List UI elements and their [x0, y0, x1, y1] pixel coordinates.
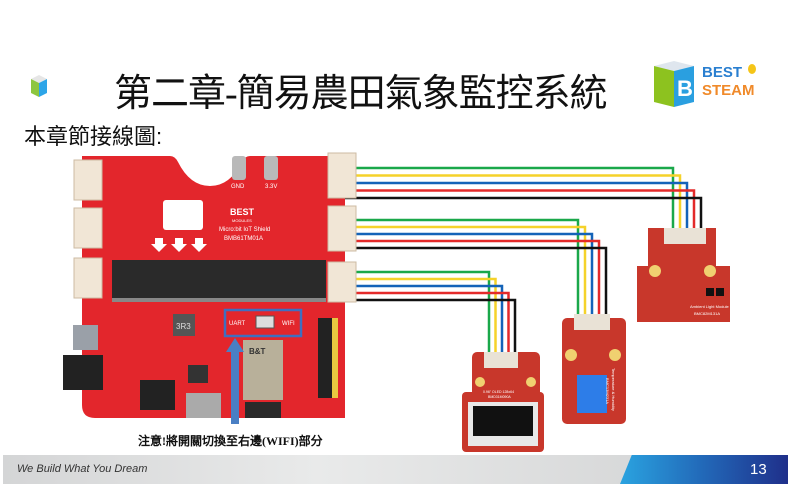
- wifi-module-label: B&T: [249, 347, 266, 356]
- dc-jack: [63, 355, 103, 390]
- wire-light-2: [345, 181, 689, 232]
- light-module-model: BMC82M131A: [694, 311, 720, 316]
- page-number: 13: [750, 461, 767, 478]
- blue-arrow-icon: [226, 338, 244, 424]
- grove-port-right-1: [327, 152, 357, 199]
- board-brand: BEST: [230, 207, 255, 217]
- best-steam-logo: B BEST STEAM: [650, 60, 768, 108]
- switch-note: 注意!將開關切換至右邊(WIFI)部分: [138, 434, 323, 448]
- pin-header: [318, 318, 332, 398]
- wire-temp-2: [345, 232, 594, 318]
- uart-wifi-switch[interactable]: [255, 315, 275, 329]
- connector-pins: [112, 298, 326, 302]
- light-module-name: Ambient Light Module: [690, 304, 729, 309]
- wifi-antenna: [245, 402, 281, 418]
- switch-label-wifi: WIFI: [282, 321, 295, 327]
- inductor-label: 3R3: [176, 322, 191, 331]
- slide-title: 第二章-簡易農田氣象監控系統: [114, 73, 608, 115]
- svg-text:B: B: [677, 76, 693, 101]
- ambient-light-module: Ambient Light Module BMC82M131A: [637, 228, 730, 322]
- board-name: Micro:bit IoT Shield: [219, 227, 270, 233]
- wire-oled-2: [345, 284, 504, 356]
- wires: [345, 166, 703, 356]
- oled-screen: [473, 406, 533, 436]
- slide-subtitle: 本章節接線圖:: [24, 124, 163, 149]
- wire-light-3: [345, 189, 696, 232]
- switch-label-uart: UART: [229, 321, 246, 327]
- board-model: BMB61TM01A: [224, 236, 263, 242]
- grove-port-left-3: [73, 257, 103, 299]
- wire-temp-3: [345, 239, 601, 318]
- wire-oled-0: [345, 270, 491, 356]
- oled-module-model: BMD31M090A: [488, 395, 511, 399]
- microbit-icon: [163, 200, 203, 230]
- lightbulb-icon: [748, 64, 756, 74]
- wire-oled-1: [345, 277, 497, 356]
- logo-text-steam: STEAM: [702, 82, 755, 99]
- grove-port-left-1: [73, 159, 103, 201]
- logo-text-best: BEST: [702, 64, 743, 81]
- oled-module: 0.96" OLED 128x64 BMD31M090A: [462, 352, 544, 452]
- wire-temp-1: [345, 225, 587, 318]
- grove-port-left-2: [73, 207, 103, 249]
- oled-connector: [484, 352, 518, 368]
- cube-bullet-icon: [31, 75, 47, 97]
- power-switch[interactable]: [186, 393, 221, 418]
- temp-connector: [574, 314, 610, 330]
- usb-c-port: [73, 325, 98, 350]
- dht-sensor: [577, 375, 607, 413]
- wire-light-0: [345, 166, 675, 232]
- oled-module-name: 0.96" OLED 128x64: [483, 390, 514, 394]
- microbit-edge-connector: [112, 260, 326, 298]
- gnd-label: GND: [231, 184, 245, 190]
- footer-accent: [620, 455, 788, 484]
- logo-cube-icon: B: [654, 61, 694, 107]
- wire-light-4: [345, 196, 703, 232]
- gnd-pad: [232, 156, 246, 180]
- wire-oled-3: [345, 291, 510, 356]
- light-connector: [664, 228, 706, 244]
- wire-light-1: [345, 174, 682, 232]
- 3v3-pad: [264, 156, 278, 180]
- wire-temp-0: [345, 218, 580, 318]
- inductor: [173, 314, 195, 336]
- wifi-module: [243, 340, 283, 400]
- arrow-down-icons: [151, 238, 207, 252]
- iot-shield-board: GND 3.3V BEST MODULES Micro:bit IoT Shie…: [63, 152, 357, 418]
- board-brand-sub: MODULES: [232, 218, 252, 223]
- wire-temp-4: [345, 246, 608, 318]
- regulator: [140, 380, 175, 410]
- grove-port-right-3: [327, 261, 357, 303]
- 3v3-label: 3.3V: [265, 184, 277, 190]
- wire-oled-4: [345, 298, 517, 356]
- footer-tagline: We Build What You Dream: [17, 463, 148, 475]
- grove-port-right-2: [327, 205, 357, 252]
- temp-module-model: BMC13M231A: [605, 378, 610, 404]
- temp-module-name: Temperature & Humidity: [611, 368, 616, 411]
- pin-header-yellow: [332, 318, 338, 398]
- switch-highlight-box: [223, 308, 303, 338]
- capacitor: [188, 365, 208, 383]
- temp-humidity-module: Temperature & Humidity BMC13M231A: [562, 314, 626, 424]
